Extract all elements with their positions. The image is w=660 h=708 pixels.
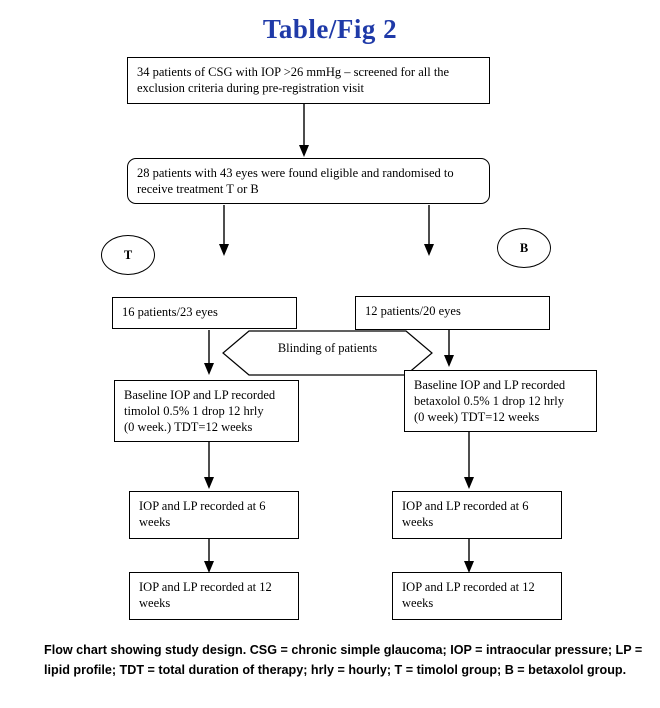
node-blinding-label: Blinding of patients bbox=[277, 341, 378, 355]
marker-group-b: B bbox=[497, 228, 551, 268]
figure-caption: Flow chart showing study design. CSG = c… bbox=[44, 643, 643, 677]
node-blinding: Blinding of patients bbox=[222, 330, 433, 376]
arrow-screening-to-randomisation bbox=[296, 104, 312, 158]
arrow-week6-to-week12-left bbox=[201, 539, 217, 574]
node-screening: 34 patients of CSG with IOP >26 mmHg – s… bbox=[127, 57, 490, 104]
node-week6-right: IOP and LP recorded at 6 weeks bbox=[392, 491, 562, 539]
node-week12-right: IOP and LP recorded at 12 weeks bbox=[392, 572, 562, 620]
node-randomisation: 28 patients with 43 eyes were found elig… bbox=[127, 158, 490, 204]
marker-group-t: T bbox=[101, 235, 155, 275]
arrow-baseline-to-week6-right bbox=[461, 432, 477, 490]
node-baseline-betaxolol: Baseline IOP and LP recorded betaxolol 0… bbox=[404, 370, 597, 432]
node-right-arm-count: 12 patients/20 eyes bbox=[355, 296, 550, 330]
arrow-randomisation-to-right-arm bbox=[421, 205, 437, 257]
node-baseline-timolol: Baseline IOP and LP recorded timolol 0.5… bbox=[114, 380, 299, 442]
arrow-randomisation-to-left-arm bbox=[216, 205, 232, 257]
arrow-baseline-to-week6-left bbox=[201, 442, 217, 490]
page-title: Table/Fig 2 bbox=[262, 14, 398, 44]
node-week6-left: IOP and LP recorded at 6 weeks bbox=[129, 491, 299, 539]
arrow-left-arm-to-baseline bbox=[201, 330, 217, 376]
arrow-right-arm-to-baseline bbox=[441, 330, 457, 368]
node-left-arm-count: 16 patients/23 eyes bbox=[112, 297, 297, 329]
arrow-week6-to-week12-right bbox=[461, 539, 477, 574]
node-week12-left: IOP and LP recorded at 12 weeks bbox=[129, 572, 299, 620]
